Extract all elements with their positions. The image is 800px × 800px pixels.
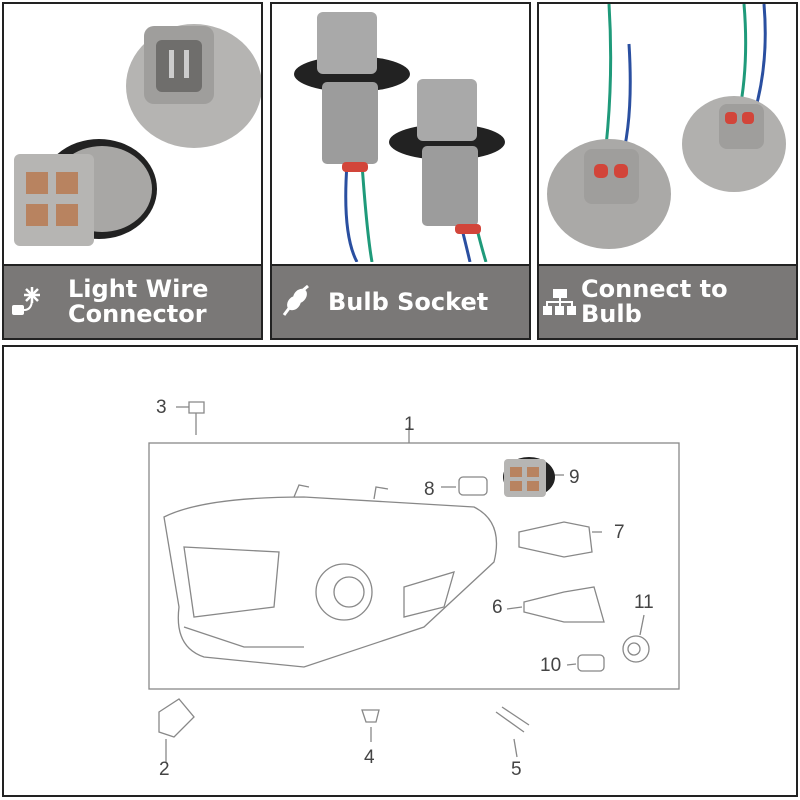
assembly-box (148, 442, 680, 690)
callout-10: 10 (540, 655, 562, 676)
feature-panel-connect-to-bulb: Connect to Bulb (537, 2, 798, 340)
feature-panel-bulb-socket: Bulb Socket (270, 2, 531, 340)
socket-highlight (503, 457, 555, 497)
callout-1: 1 (404, 414, 415, 435)
feature-label: Light Wire Connector (4, 264, 261, 338)
callout-8: 8 (424, 479, 435, 500)
callout-11: 11 (634, 592, 654, 613)
feature-panel-light-wire-connector: Light Wire Connector (2, 2, 263, 340)
network-icon (539, 287, 581, 317)
callout-5: 5 (511, 759, 522, 780)
feature-title: Bulb Socket (328, 287, 489, 316)
product-photo-connectors (4, 4, 261, 262)
feature-label: Bulb Socket (272, 264, 529, 338)
callout-9: 9 (569, 467, 580, 488)
callout-4: 4 (364, 747, 375, 768)
callout-7: 7 (614, 522, 625, 543)
feature-title-line1: Light Wire (68, 275, 209, 303)
product-photo-connected (539, 4, 796, 262)
feature-title-line2: Connector (68, 300, 207, 328)
callout-3: 3 (156, 397, 167, 418)
feature-title: Connect to Bulb (581, 275, 728, 328)
product-photo-sockets (272, 4, 529, 262)
callout-2: 2 (159, 759, 170, 780)
plug-icon (272, 285, 318, 319)
light-plug-icon (4, 285, 50, 319)
parts-diagram: 1 2 3 4 5 6 7 8 9 10 11 (2, 345, 798, 797)
headlamp-exploded-view (148, 401, 680, 762)
callout-6: 6 (492, 597, 503, 618)
feature-label: Connect to Bulb (539, 264, 796, 338)
